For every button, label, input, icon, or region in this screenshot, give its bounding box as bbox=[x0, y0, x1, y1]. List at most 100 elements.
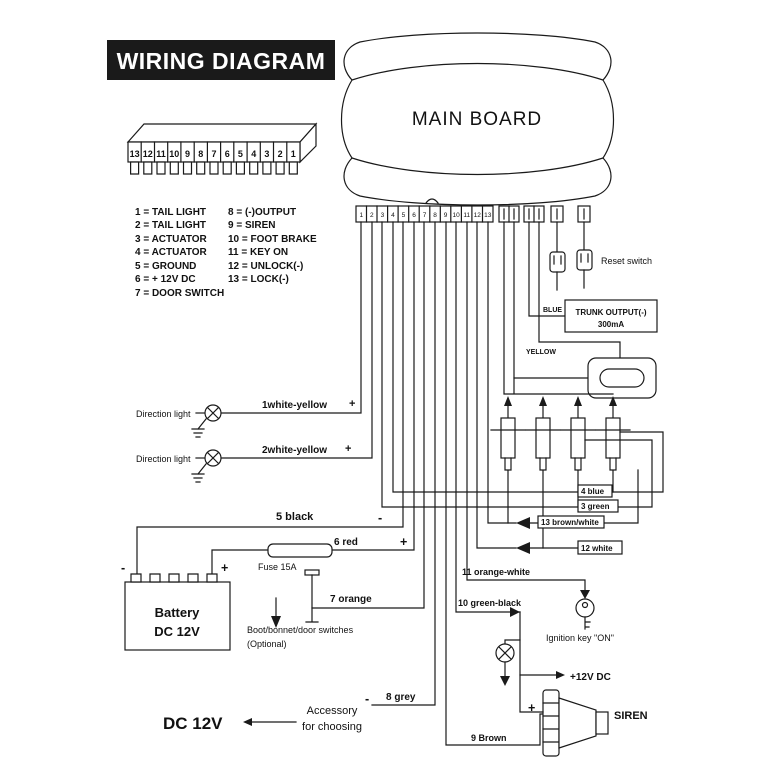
accessory-label-2: for choosing bbox=[302, 721, 362, 733]
blue-wire-path bbox=[528, 221, 566, 317]
wire-13-tag-box bbox=[537, 515, 605, 529]
strip-pin: 13 bbox=[484, 212, 492, 219]
wire-3-tag-box bbox=[577, 499, 619, 513]
boot-switches-label: Boot/bonnet/door switches bbox=[247, 625, 354, 635]
legend-item: 5 = GROUND bbox=[135, 261, 196, 272]
switch-stem bbox=[305, 574, 319, 623]
wire-12-label: 12 white bbox=[581, 544, 613, 553]
module-button bbox=[599, 368, 645, 388]
wire-path bbox=[136, 221, 404, 575]
legend-item: 6 = + 12V DC bbox=[135, 274, 196, 285]
wire-path-left bbox=[211, 549, 269, 575]
block-pin: 9 bbox=[185, 149, 190, 159]
block-pin: 1 bbox=[291, 149, 296, 159]
strip-pin: 3 bbox=[381, 212, 385, 219]
wire-4-tag-box bbox=[577, 484, 613, 498]
polarity-plus: + bbox=[400, 535, 407, 549]
lamp-lead bbox=[504, 639, 521, 645]
block-pin: 6 bbox=[225, 149, 230, 159]
main-board-outline bbox=[340, 32, 615, 206]
title-banner: WIRING DIAGRAM bbox=[107, 40, 335, 80]
main-board-top-curve bbox=[351, 62, 604, 81]
actuator-arrow bbox=[504, 396, 512, 406]
lamp-filament bbox=[498, 646, 512, 660]
ground-arrow-head bbox=[500, 676, 510, 686]
trunk-output-box bbox=[564, 299, 658, 333]
legend-item: 11 = KEY ON bbox=[228, 247, 288, 258]
fuse-body bbox=[267, 543, 333, 558]
strip-pin: 8 bbox=[433, 212, 437, 219]
actuator-leads bbox=[504, 457, 512, 524]
wire-2-label: 2white-yellow bbox=[262, 445, 327, 456]
wire-6-label: 6 red bbox=[334, 537, 358, 548]
legend-item: 4 = ACTUATOR bbox=[135, 247, 208, 258]
strip-clip bbox=[425, 198, 439, 204]
indicator-module bbox=[513, 357, 657, 399]
polarity-plus: + bbox=[345, 443, 351, 455]
connector-top-face bbox=[126, 123, 318, 143]
wire-path bbox=[392, 221, 664, 493]
block-pin: 13 bbox=[130, 149, 140, 159]
harness-connector-block: 13 12 11 10 9 8 7 6 5 4 3 2 1 bbox=[126, 122, 318, 175]
actuator-arrow bbox=[539, 396, 547, 406]
legend-item: 3 = ACTUATOR bbox=[135, 234, 208, 245]
actuator-body bbox=[535, 417, 551, 459]
strip-pin: 4 bbox=[391, 212, 395, 219]
trunk-output-label: TRUNK OUTPUT(-) bbox=[575, 308, 646, 317]
wire-2-tail-light: 2white-yellow + bbox=[219, 221, 373, 459]
lamp-filament bbox=[207, 407, 219, 419]
blue-wire-label: BLUE bbox=[543, 307, 562, 314]
wire-13-label: 13 brown/white bbox=[541, 518, 599, 527]
actuator-feed-bus bbox=[503, 221, 614, 395]
wire-path bbox=[455, 221, 521, 613]
wire-3-actuator bbox=[381, 221, 653, 508]
wire-1-tail-light: 1white-yellow + bbox=[219, 221, 362, 414]
strip-pin: 12 bbox=[474, 212, 482, 219]
actuator-leads bbox=[609, 457, 617, 493]
polarity-plus: + bbox=[349, 398, 355, 410]
aux-connector-a-pins bbox=[503, 205, 515, 223]
reset-prongs bbox=[580, 253, 589, 289]
wire-path bbox=[311, 221, 425, 609]
page-title: WIRING DIAGRAM bbox=[117, 48, 326, 74]
plus-12v-feed: +12V DC bbox=[519, 671, 611, 683]
siren-horn bbox=[558, 697, 597, 749]
block-pin: 8 bbox=[198, 149, 203, 159]
wire-13-connector-arrow bbox=[516, 517, 530, 529]
reset-body bbox=[576, 249, 593, 271]
plug-prongs bbox=[553, 255, 562, 291]
strip-pin: 6 bbox=[412, 212, 416, 219]
wire-7-label: 7 orange bbox=[330, 594, 372, 605]
block-pin: 12 bbox=[143, 149, 153, 159]
door-actuator-2 bbox=[525, 396, 561, 549]
door-actuator-4 bbox=[595, 396, 631, 493]
ignition-key: Ignition key "ON" bbox=[546, 598, 614, 643]
trunk-output: TRUNK OUTPUT(-) 300mA BLUE YELLOW bbox=[526, 221, 658, 359]
block-pin: 2 bbox=[278, 149, 283, 159]
block-pin: 3 bbox=[264, 149, 269, 159]
wire-12-connector-arrow bbox=[516, 542, 530, 554]
actuator-arrow bbox=[609, 396, 617, 406]
block-pin: 11 bbox=[156, 149, 166, 159]
strip-pin: 1 bbox=[359, 212, 363, 219]
accessory-label-1: Accessory bbox=[307, 705, 358, 717]
battery-label-1: Battery bbox=[155, 605, 201, 620]
main-board: MAIN BOARD bbox=[340, 32, 615, 206]
accessory-arrow-head bbox=[243, 718, 252, 726]
wire-11-arrow bbox=[580, 590, 590, 599]
direction-light-label: Direction light bbox=[136, 454, 191, 464]
battery-body bbox=[124, 581, 231, 651]
actuator-leads bbox=[539, 457, 547, 549]
legend-item: 13 = LOCK(-) bbox=[228, 274, 289, 285]
battery-caps bbox=[130, 573, 218, 583]
wire-7-door-switch: 7 orange Boot/bonnet/door switches (Opti… bbox=[247, 221, 425, 649]
plug-body bbox=[549, 251, 566, 273]
block-pin: 10 bbox=[169, 149, 179, 159]
strip-pin: 7 bbox=[423, 212, 427, 219]
direction-light-label: Direction light bbox=[136, 409, 191, 419]
key-hole bbox=[581, 601, 589, 609]
key-blade bbox=[584, 616, 591, 630]
actuator-body bbox=[570, 417, 586, 459]
wire-5-ground: 5 black - bbox=[136, 221, 404, 575]
